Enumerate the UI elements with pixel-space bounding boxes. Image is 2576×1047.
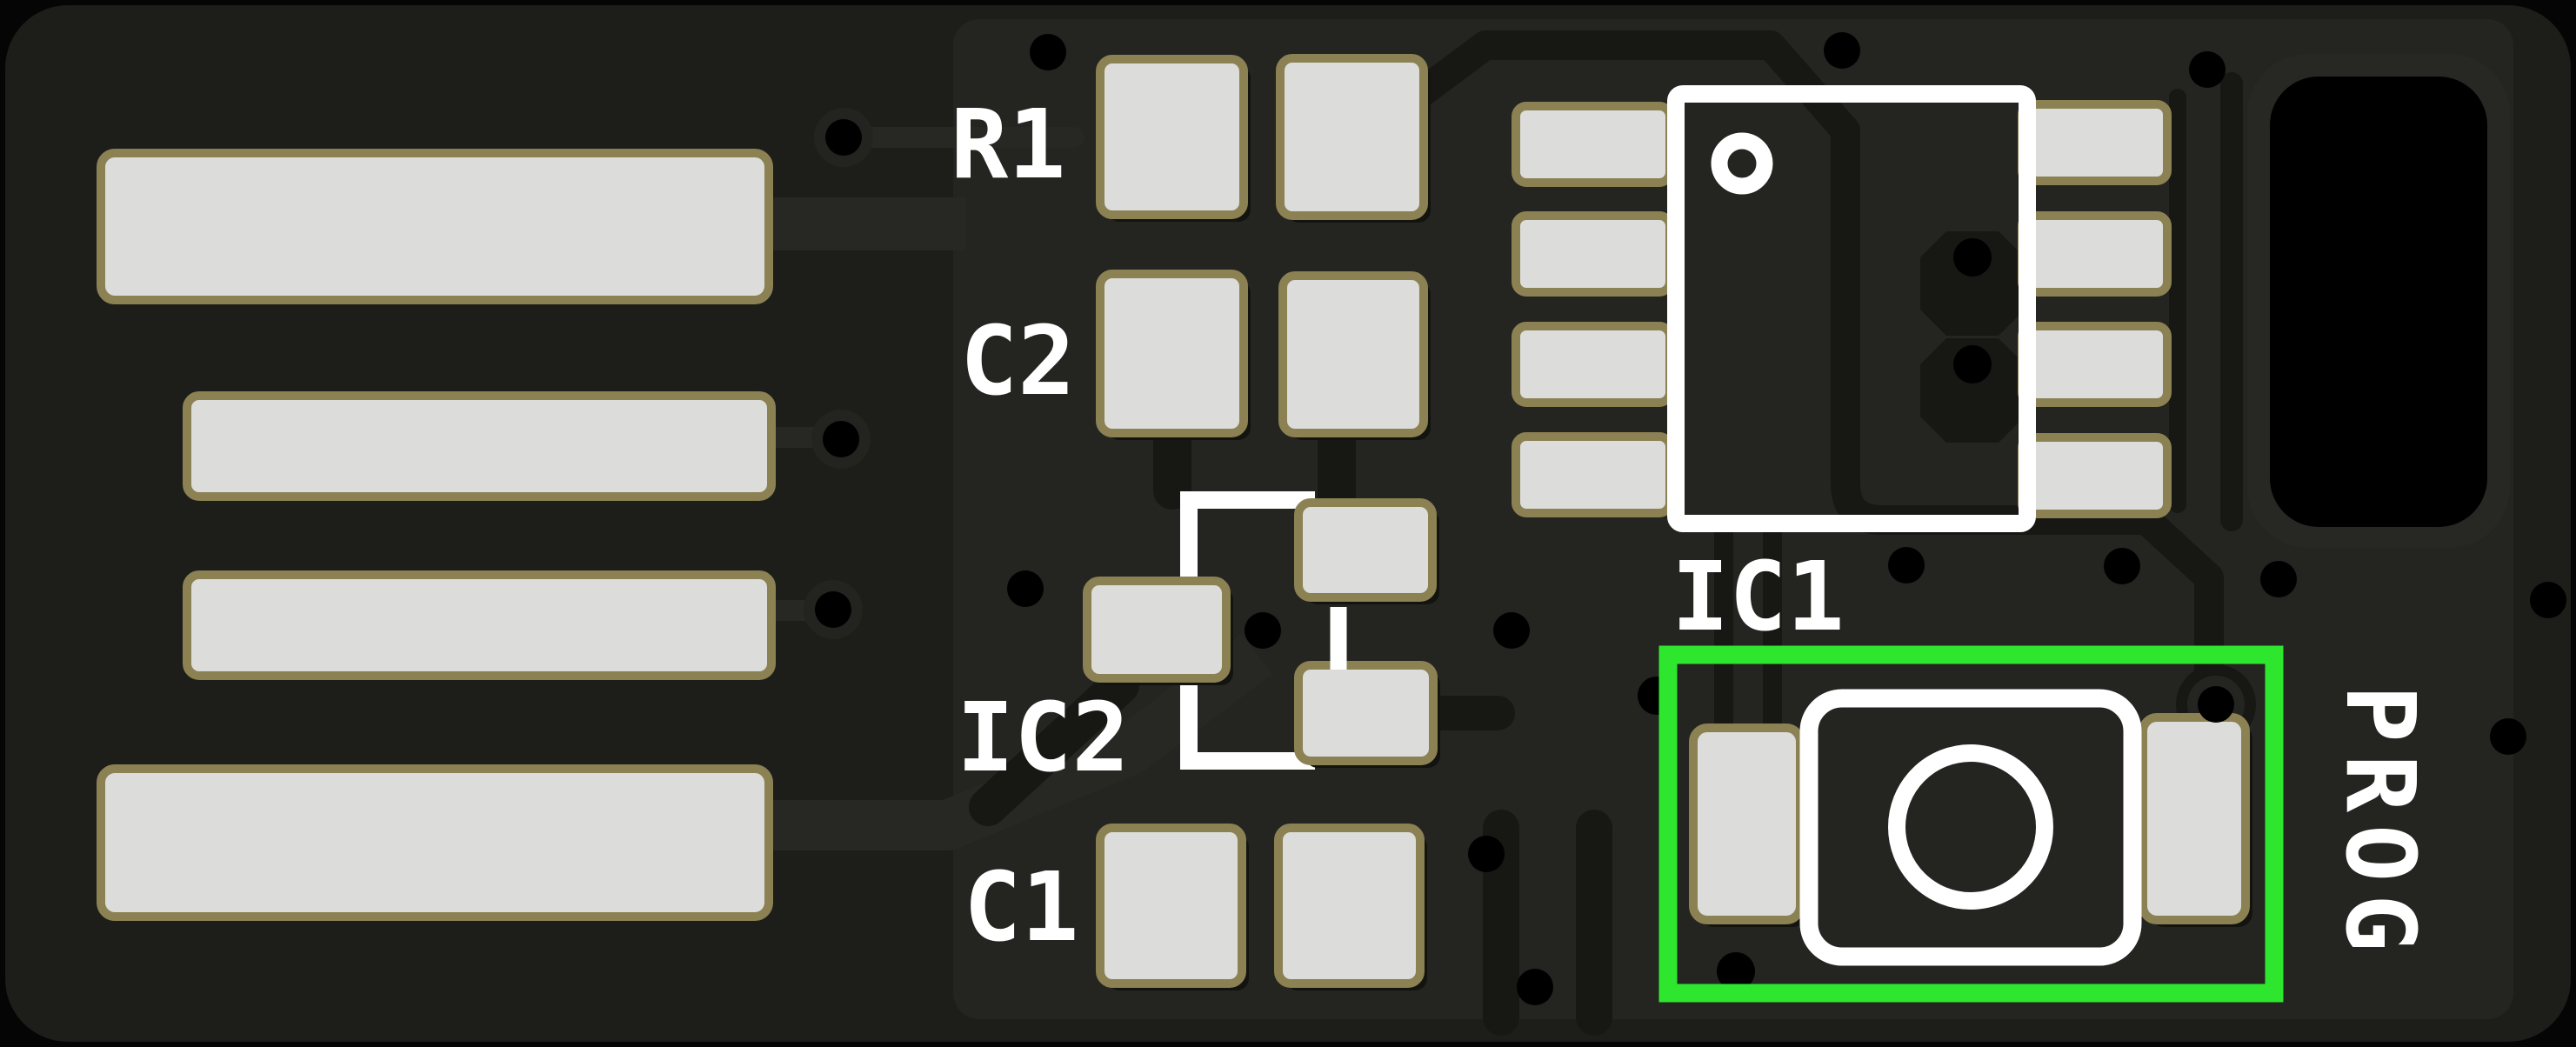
usb-pad-gnd (97, 764, 773, 921)
via-octagon-ic1-b (1920, 338, 2025, 443)
via (1007, 570, 1044, 607)
ic1-pin1-marker (1711, 132, 1773, 195)
label-ic1: IC1 (1672, 541, 1845, 652)
cutout-hole (2270, 77, 2487, 527)
ic1-pad-3 (1512, 322, 1674, 407)
pads (97, 54, 2250, 988)
via (1493, 612, 1530, 649)
via (1517, 969, 1553, 1005)
r1-pad-2 (1276, 54, 1428, 220)
via (2104, 548, 2140, 584)
prog-button-outline (1799, 689, 2142, 966)
usb-pad-dplus (183, 570, 776, 680)
via (2490, 718, 2526, 755)
ic1-pad-1 (1512, 102, 1674, 187)
usb-pad-vbus (97, 149, 773, 304)
ic1-pad-4 (1512, 432, 1674, 517)
via (823, 421, 859, 457)
prog-button-cap-circle (1888, 744, 2053, 910)
via (2189, 51, 2226, 88)
ic2-pad-bottom (1294, 661, 1438, 765)
via (2530, 582, 2566, 618)
vias (815, 32, 2566, 1005)
via (1953, 238, 1992, 277)
via (1824, 32, 1860, 69)
ic1-pad-8 (2018, 100, 2172, 185)
via (1030, 34, 1066, 70)
c1-pad-2 (1274, 824, 1425, 988)
ic1-outline (1667, 85, 2036, 532)
via (1468, 836, 1505, 872)
via (1953, 345, 1992, 383)
label-ic2: IC2 (957, 682, 1130, 793)
ic1-pad-5 (2018, 433, 2172, 518)
clearance-channels (969, 30, 2243, 1036)
c1-pad-1 (1096, 824, 1246, 988)
label-c2: C2 (960, 305, 1076, 417)
usb-pad-dminus (183, 391, 776, 501)
prog-button-pad-left (1689, 724, 1805, 924)
via (815, 591, 851, 628)
via (2198, 686, 2234, 723)
c2-pad-1 (1096, 270, 1248, 437)
via (1717, 952, 1755, 990)
prog-button-pad-right (2139, 713, 2250, 924)
label-prog: PROG (2325, 684, 2436, 964)
ic2-pad-top (1294, 498, 1437, 602)
ic1-pad-7 (2018, 211, 2172, 297)
via (1245, 612, 1281, 649)
board-cutout (2247, 54, 2510, 548)
c2-pad-2 (1278, 271, 1428, 437)
trace-vbus (769, 197, 965, 250)
via (2260, 561, 2297, 597)
via (825, 119, 862, 156)
prog-highlight-box (1658, 645, 2284, 1003)
ic2-pad-left (1083, 577, 1231, 683)
r1-pad-1 (1096, 55, 1248, 219)
label-r1: R1 (951, 89, 1066, 200)
channel-ic2-diagonal (969, 666, 1139, 826)
via-octagon-ic1-a (1920, 231, 2025, 336)
ic1-pad-6 (2018, 322, 2172, 407)
ic1-pad-2 (1512, 211, 1674, 297)
via (1888, 547, 1925, 584)
silkscreen-graphics (1330, 85, 2142, 966)
label-c1: C1 (964, 851, 1079, 963)
